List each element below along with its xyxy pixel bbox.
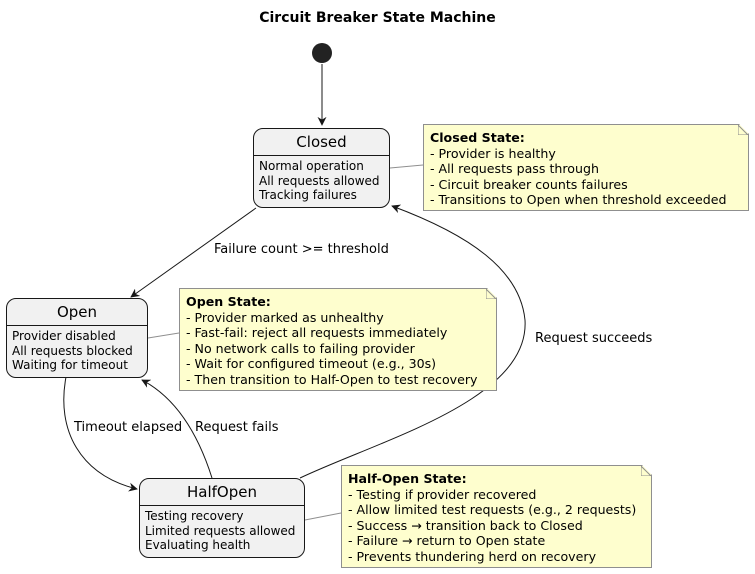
- note-open: Open State: - Provider marked as unhealt…: [179, 288, 497, 391]
- initial-state-dot: [312, 43, 332, 63]
- state-open-name: Open: [7, 299, 147, 326]
- note-open-line: - No network calls to failing provider: [186, 340, 415, 356]
- note-halfopen-line: - Prevents thundering herd on recovery: [348, 548, 597, 564]
- note-connector-closed: [389, 164, 424, 169]
- note-closed-title: Closed State:: [430, 130, 525, 145]
- note-open-line: - Then transition to Half-Open to test r…: [186, 371, 478, 387]
- diagram-title: Circuit Breaker State Machine: [259, 10, 496, 26]
- state-closed-name: Closed: [254, 129, 389, 156]
- state-halfopen-line: Testing recovery: [145, 509, 244, 523]
- label-open-to-halfopen: Timeout elapsed: [74, 420, 183, 435]
- note-closed: Closed State: - Provider is healthy - Al…: [423, 124, 749, 211]
- note-halfopen: Half-Open State: - Testing if provider r…: [341, 465, 652, 568]
- state-open-line: All requests blocked: [12, 343, 133, 358]
- note-closed-line: - Provider is healthy: [430, 145, 556, 161]
- note-fold-corner: [486, 289, 496, 299]
- state-closed: Closed Normal operation All requests all…: [253, 128, 390, 208]
- note-halfopen-line: - Allow limited test requests (e.g., 2 r…: [348, 502, 637, 517]
- state-closed-line: Tracking failures: [259, 188, 357, 202]
- note-halfopen-line: - Success → transition back to Closed: [348, 517, 583, 533]
- note-halfopen-line: - Failure → return to Open state: [348, 533, 546, 548]
- note-open-line: - Provider marked as unhealthy: [186, 309, 384, 325]
- note-fold-corner: [738, 125, 748, 135]
- note-connector-halfopen: [304, 512, 342, 521]
- note-fold-corner: [641, 466, 651, 476]
- note-halfopen-title: Half-Open State:: [348, 471, 467, 486]
- note-closed-line: - All requests pass through: [430, 161, 599, 176]
- state-open-line: Provider disabled: [12, 329, 116, 343]
- note-open-line: - Wait for configured timeout (e.g., 30s…: [186, 356, 437, 371]
- note-open-title: Open State:: [186, 294, 271, 309]
- note-closed-line: - Transitions to Open when threshold exc…: [430, 192, 727, 207]
- note-connector-open: [147, 332, 180, 339]
- state-closed-line: Normal operation: [259, 159, 364, 173]
- state-halfopen-line: Limited requests allowed: [145, 523, 296, 538]
- note-halfopen-line: - Testing if provider recovered: [348, 486, 537, 502]
- edge-closed-to-open: [130, 207, 257, 298]
- note-open-line: - Fast-fail: reject all requests immedia…: [186, 325, 448, 340]
- state-halfopen: HalfOpen Testing recovery Limited reques…: [139, 478, 305, 558]
- state-open: Open Provider disabled All requests bloc…: [6, 298, 148, 378]
- note-closed-line: - Circuit breaker counts failures: [430, 176, 628, 192]
- state-halfopen-name: HalfOpen: [140, 479, 304, 506]
- label-closed-to-open: Failure count >= threshold: [214, 242, 389, 257]
- edge-halfopen-to-closed: [299, 204, 526, 479]
- label-halfopen-to-closed: Request succeeds: [535, 331, 653, 346]
- edge-open-to-halfopen: [63, 376, 138, 492]
- state-closed-line: All requests allowed: [259, 173, 380, 188]
- state-open-line: Waiting for timeout: [12, 358, 128, 372]
- state-halfopen-line: Evaluating health: [145, 538, 251, 552]
- label-halfopen-to-open: Request fails: [195, 420, 279, 435]
- edge-halfopen-to-open: [141, 379, 213, 479]
